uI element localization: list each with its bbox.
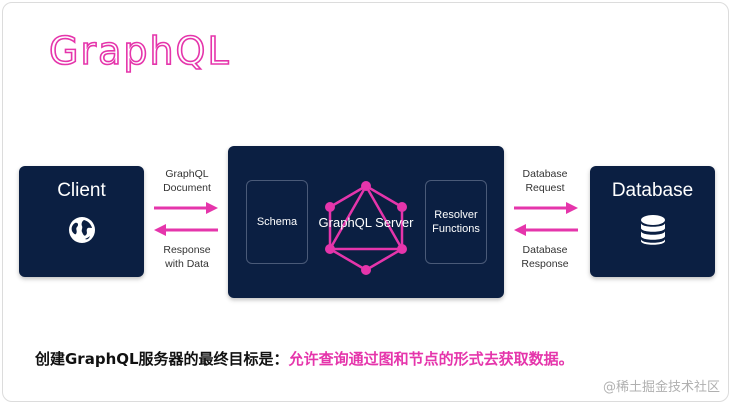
graphql-server-box: Schema GraphQL Server Resolver Functions — [228, 146, 504, 298]
server-label: GraphQL Server — [318, 215, 414, 230]
graphql-logo-icon — [325, 181, 407, 275]
arrow-right-server-db — [514, 202, 578, 214]
client-box: Client — [19, 166, 144, 277]
client-to-server-label: GraphQL Document — [163, 168, 211, 194]
client-label: Client — [57, 180, 106, 201]
database-box: Database — [590, 166, 715, 277]
diagram-frame: GraphQL Client GraphQL Document Response… — [2, 2, 729, 402]
server-to-client-label: Response with Data — [163, 244, 211, 270]
database-label: Database — [611, 180, 694, 201]
summary-prefix: 创建GraphQL服务器的最终目标是： — [35, 350, 289, 368]
watermark: @稀土掘金技术社区 — [602, 380, 720, 395]
globe-icon — [69, 217, 95, 243]
resolver-functions-box: Resolver Functions — [425, 180, 487, 264]
summary-text: 创建GraphQL服务器的最终目标是：允许查询通过图和节点的形式去获取数据。 — [35, 348, 574, 369]
server-to-db-label: Database Request — [522, 168, 568, 194]
arrow-left-server-client — [154, 224, 218, 236]
page-title: GraphQL — [48, 28, 231, 74]
database-icon — [641, 215, 665, 245]
arrow-left-db-server — [514, 224, 578, 236]
db-to-server-label: Database Response — [521, 244, 569, 270]
schema-box: Schema — [246, 180, 308, 264]
arrow-right-client-server — [154, 202, 218, 214]
summary-highlight: 允许查询通过图和节点的形式去获取数据。 — [288, 350, 574, 368]
